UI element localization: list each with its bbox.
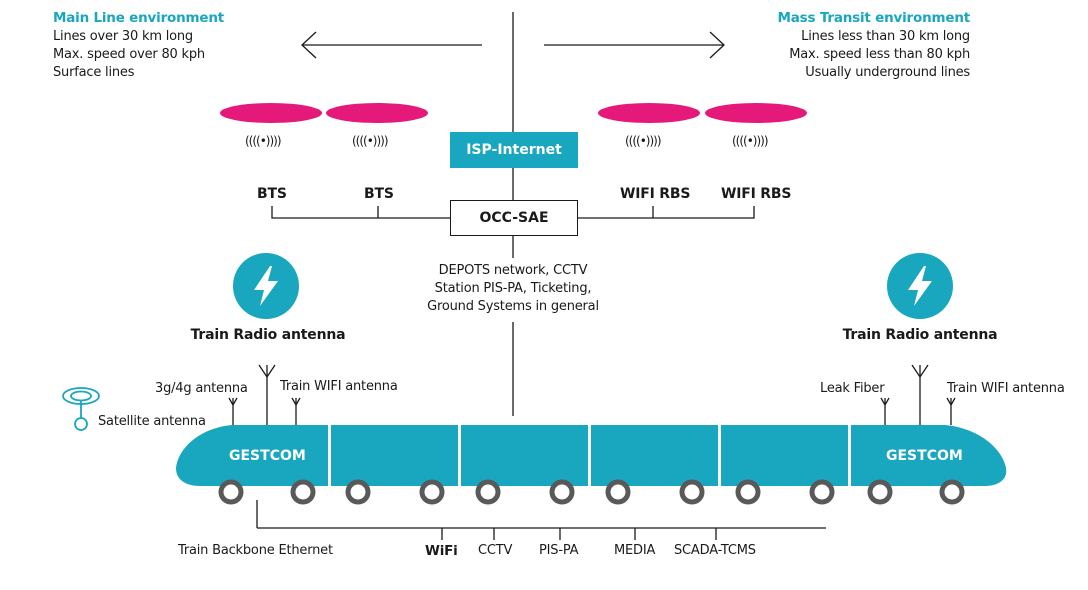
train-radio-label-right: Train Radio antenna (842, 327, 998, 343)
left-env-line-1: Lines over 30 km long (53, 29, 193, 44)
station-label-bts-1: BTS (257, 186, 287, 202)
satellite-antenna-label: Satellite antenna (98, 414, 206, 429)
rbs-connector (578, 206, 755, 219)
station-label-rbs-2: WIFI RBS (721, 186, 792, 202)
gsm-antenna-label: 3g/4g antenna (155, 381, 248, 396)
radio-signal-icon: ((((•)))) (352, 134, 389, 148)
train-radio-antenna-icon (911, 364, 929, 425)
wifi-antenna-label-left: Train WIFI antenna (280, 379, 398, 394)
station-label-bts-2: BTS (364, 186, 394, 202)
wheels (218, 479, 965, 505)
radio-signal-icon: ((((•)))) (732, 134, 769, 148)
wheel (419, 479, 445, 505)
right-env-line-2: Max. speed less than 80 kph (789, 47, 970, 62)
station-label-rbs-1: WIFI RBS (620, 186, 691, 202)
wheel (290, 479, 316, 505)
depots-line-1: DEPOTS network, CCTV (438, 263, 588, 278)
train-car-6 (851, 425, 1007, 486)
wheel (549, 479, 575, 505)
coverage-zone (220, 103, 322, 123)
wheel (475, 479, 501, 505)
train-radio-label-left: Train Radio antenna (190, 327, 346, 343)
radio-signal-icon: ((((•)))) (625, 134, 662, 148)
lightning-icon (233, 253, 299, 319)
leak-fiber-antenna-icon (880, 397, 890, 425)
arrow-right (544, 31, 725, 59)
satellite-antenna-icon (62, 387, 100, 431)
train-car-1 (176, 425, 328, 486)
lightning-icon (887, 253, 953, 319)
radio-signal-icon: ((((•)))) (245, 134, 282, 148)
lightning-bolt-glyph (908, 266, 932, 306)
wifi-antenna-icon (946, 397, 956, 425)
wifi-antenna-label-right: Train WIFI antenna (947, 381, 1065, 396)
backbone-label: Train Backbone Ethernet (178, 543, 333, 558)
pis-pa-label: PIS-PA (539, 543, 579, 558)
cctv-label: CCTV (478, 543, 513, 558)
wheel (735, 479, 761, 505)
train (176, 425, 1007, 486)
lightning-bolt-glyph (254, 266, 278, 306)
depots-line-2: Station PIS-PA, Ticketing, (434, 281, 592, 296)
wheel (679, 479, 705, 505)
train-car-5 (721, 425, 848, 486)
coverage-zone (598, 103, 700, 123)
coverage-zone (705, 103, 807, 123)
wheel (809, 479, 835, 505)
leak-fiber-label: Leak Fiber (820, 381, 885, 396)
train-car-2 (331, 425, 458, 486)
backbone-lines (256, 500, 826, 540)
wheel (867, 479, 893, 505)
media-label: MEDIA (614, 543, 656, 558)
right-env-line-1: Lines less than 30 km long (801, 29, 970, 44)
arrow-left (301, 31, 482, 59)
left-env-line-2: Max. speed over 80 kph (53, 47, 205, 62)
wheel (939, 479, 965, 505)
scada-tcms-label: SCADA-TCMS (674, 543, 756, 558)
train-car-3 (461, 425, 588, 486)
left-env-line-3: Surface lines (53, 65, 135, 80)
train-radio-antenna-icon (258, 364, 276, 425)
gestcom-label-right: GESTCOM (886, 448, 963, 464)
wifi-label: WiFi (425, 543, 458, 559)
wifi-antenna-icon (291, 397, 301, 425)
bts-connector (271, 206, 450, 219)
wheel (218, 479, 244, 505)
wheel (605, 479, 631, 505)
train-car-4 (591, 425, 718, 486)
depots-line-3: Ground Systems in general (427, 299, 599, 314)
occ-sae-box: OCC-SAE (450, 200, 578, 236)
coverage-zone (326, 103, 428, 123)
gestcom-label-left: GESTCOM (229, 448, 306, 464)
left-env-title: Main Line environment (53, 10, 225, 26)
gsm-antenna-icon (228, 397, 238, 425)
right-env-line-3: Usually underground lines (805, 65, 970, 80)
right-env-title: Mass Transit environment (777, 10, 971, 26)
isp-internet-box: ISP-Internet (450, 132, 578, 168)
wheel (345, 479, 371, 505)
